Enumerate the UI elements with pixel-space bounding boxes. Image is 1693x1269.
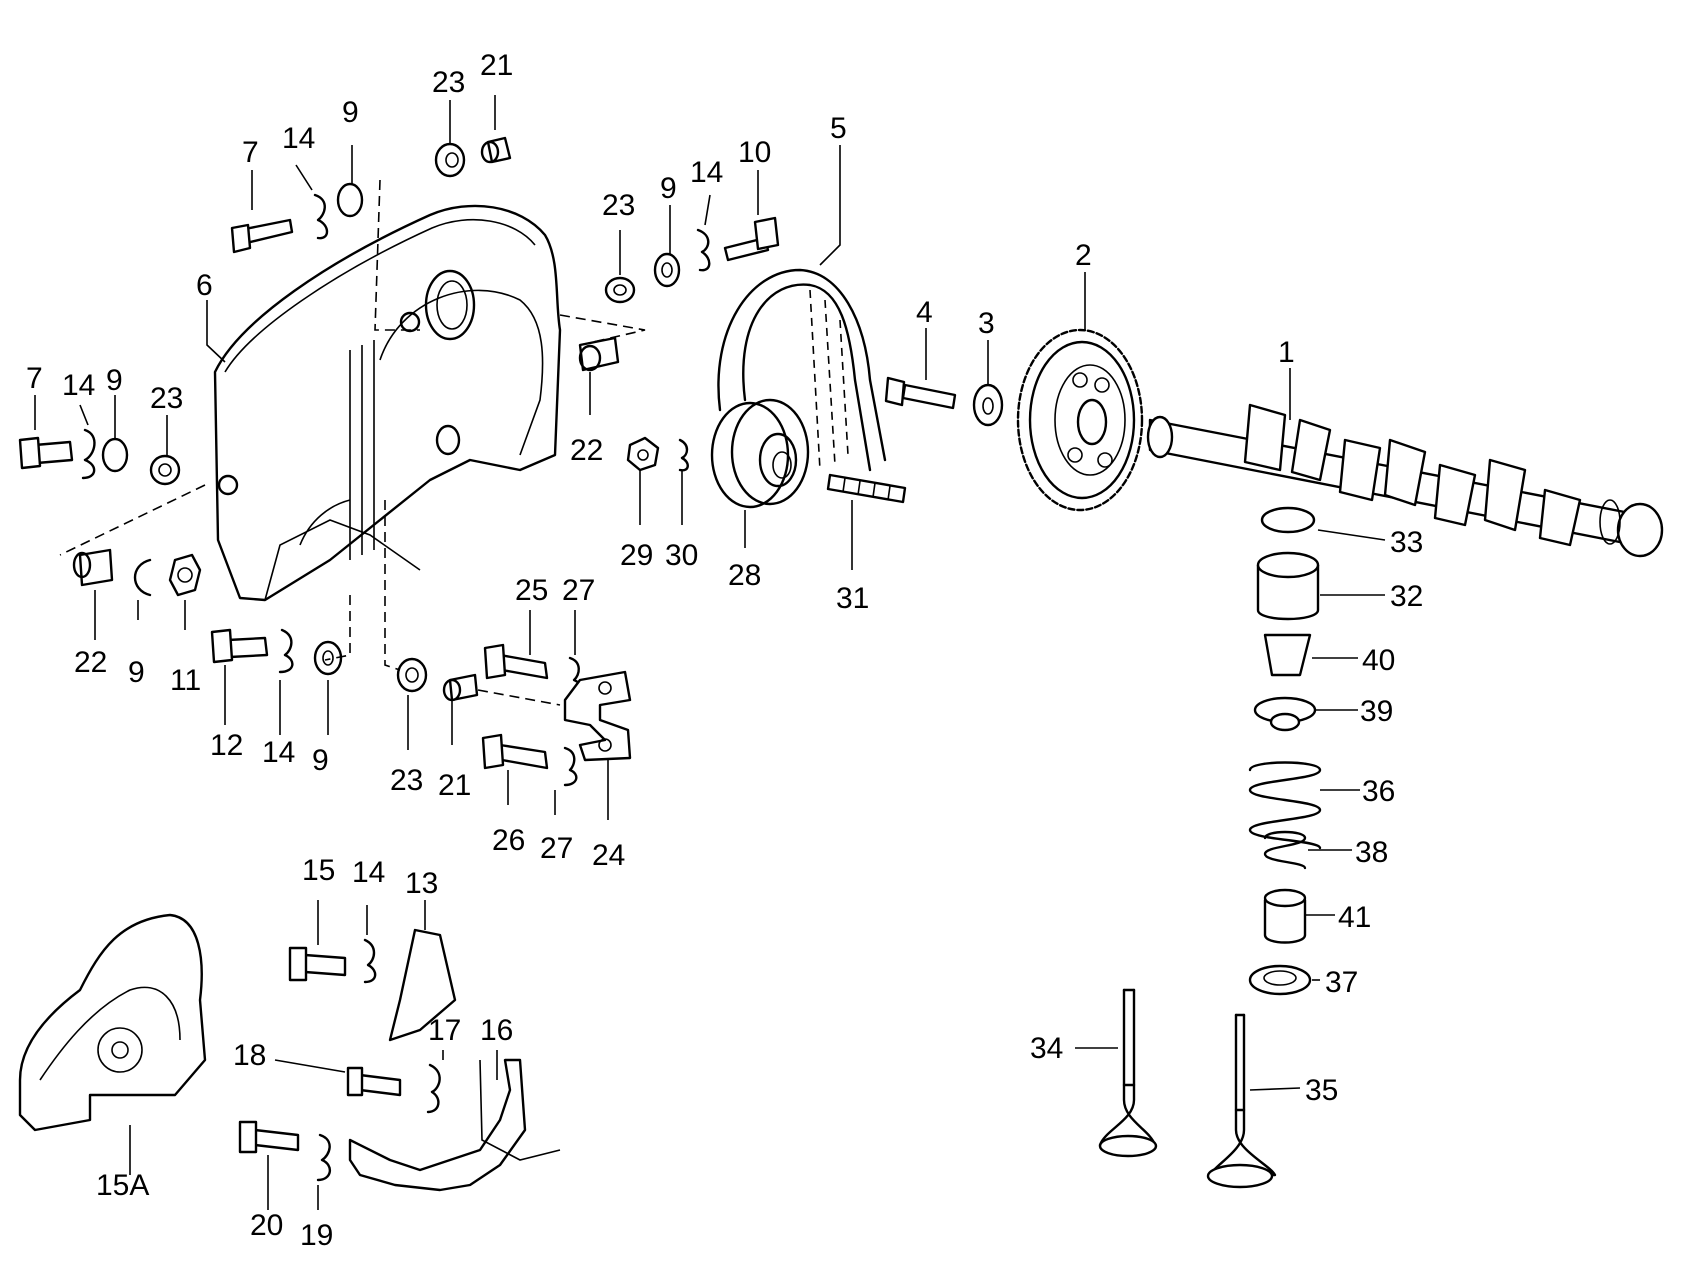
callout-16: 16 xyxy=(480,1014,513,1047)
callout-9a: 9 xyxy=(342,96,359,129)
callout-15: 15 xyxy=(302,854,335,887)
callout-30: 30 xyxy=(665,539,698,572)
callout-9e: 9 xyxy=(312,744,329,777)
bucket-tappet-32 xyxy=(1256,565,1320,621)
callout-39: 39 xyxy=(1360,695,1393,728)
timing-belt-cover xyxy=(213,204,562,602)
callout-23d: 23 xyxy=(390,764,423,797)
callout-18: 18 xyxy=(233,1039,266,1072)
outer-spring-36 xyxy=(1248,761,1322,850)
tensioner-pulley xyxy=(710,398,810,509)
spring-seat-37 xyxy=(1248,964,1312,996)
callout-6: 6 xyxy=(196,269,213,302)
callout-21b: 21 xyxy=(438,769,471,802)
callout-9c: 9 xyxy=(106,364,123,397)
callout-40: 40 xyxy=(1362,644,1395,677)
callout-27a: 27 xyxy=(562,574,595,607)
callout-17: 17 xyxy=(428,1014,461,1047)
camshaft xyxy=(1146,403,1664,558)
callouts: 1 2 3 4 5 6 7 7 9 9 9 9 9 10 11 12 13 14… xyxy=(26,49,1423,1252)
lower-cover-parts xyxy=(18,913,561,1192)
callout-26: 26 xyxy=(492,824,525,857)
callout-24: 24 xyxy=(592,839,625,872)
camshaft-sprocket xyxy=(1016,328,1144,512)
callout-37: 37 xyxy=(1325,966,1358,999)
inner-spring-38 xyxy=(1263,830,1307,870)
callout-11: 11 xyxy=(170,664,201,697)
callout-1: 1 xyxy=(1278,336,1295,369)
callout-31: 31 xyxy=(836,582,869,615)
callout-5: 5 xyxy=(830,112,847,145)
toothed-belt xyxy=(717,268,887,472)
callout-32: 32 xyxy=(1390,580,1423,613)
callout-15A: 15A xyxy=(96,1169,149,1202)
callout-35: 35 xyxy=(1305,1074,1338,1107)
callout-14a: 14 xyxy=(282,122,315,155)
callout-4: 4 xyxy=(916,296,933,329)
exhaust-valve xyxy=(1206,1013,1277,1189)
leader-lines xyxy=(34,95,1386,1210)
valve-stem-seal-41 xyxy=(1263,898,1307,944)
callout-12: 12 xyxy=(210,729,243,762)
callout-38: 38 xyxy=(1355,836,1388,869)
callout-2: 2 xyxy=(1075,239,1092,272)
callout-19: 19 xyxy=(300,1219,333,1252)
fasteners xyxy=(18,136,1004,787)
callout-23b: 23 xyxy=(602,189,635,222)
callout-41: 41 xyxy=(1338,901,1371,934)
callout-36: 36 xyxy=(1362,775,1395,808)
callout-28: 28 xyxy=(728,559,761,592)
callout-22b: 22 xyxy=(74,646,107,679)
shim-33 xyxy=(1260,506,1316,534)
valve-cotter-40 xyxy=(1263,633,1312,677)
callout-23c: 23 xyxy=(150,382,183,415)
callout-7b: 7 xyxy=(26,362,43,395)
callout-33: 33 xyxy=(1390,526,1423,559)
intake-valve xyxy=(1098,988,1158,1158)
callout-14e: 14 xyxy=(352,856,385,889)
callout-22a: 22 xyxy=(570,434,603,467)
callout-27b: 27 xyxy=(540,832,573,865)
callout-21a: 21 xyxy=(480,49,513,82)
callout-9d: 9 xyxy=(128,656,145,689)
callout-34: 34 xyxy=(1030,1032,1063,1065)
callout-3: 3 xyxy=(978,307,995,340)
callout-14d: 14 xyxy=(262,736,295,769)
callout-7a: 7 xyxy=(242,136,259,169)
callout-14c: 14 xyxy=(62,369,95,402)
callout-14b: 14 xyxy=(690,156,723,189)
callout-13: 13 xyxy=(405,867,438,900)
callout-25: 25 xyxy=(515,574,548,607)
callout-20: 20 xyxy=(250,1209,283,1242)
callout-9b: 9 xyxy=(660,172,677,205)
callout-10: 10 xyxy=(738,136,771,169)
callout-29: 29 xyxy=(620,539,653,572)
callout-23a: 23 xyxy=(432,66,465,99)
valve-train-stack xyxy=(1248,506,1322,996)
